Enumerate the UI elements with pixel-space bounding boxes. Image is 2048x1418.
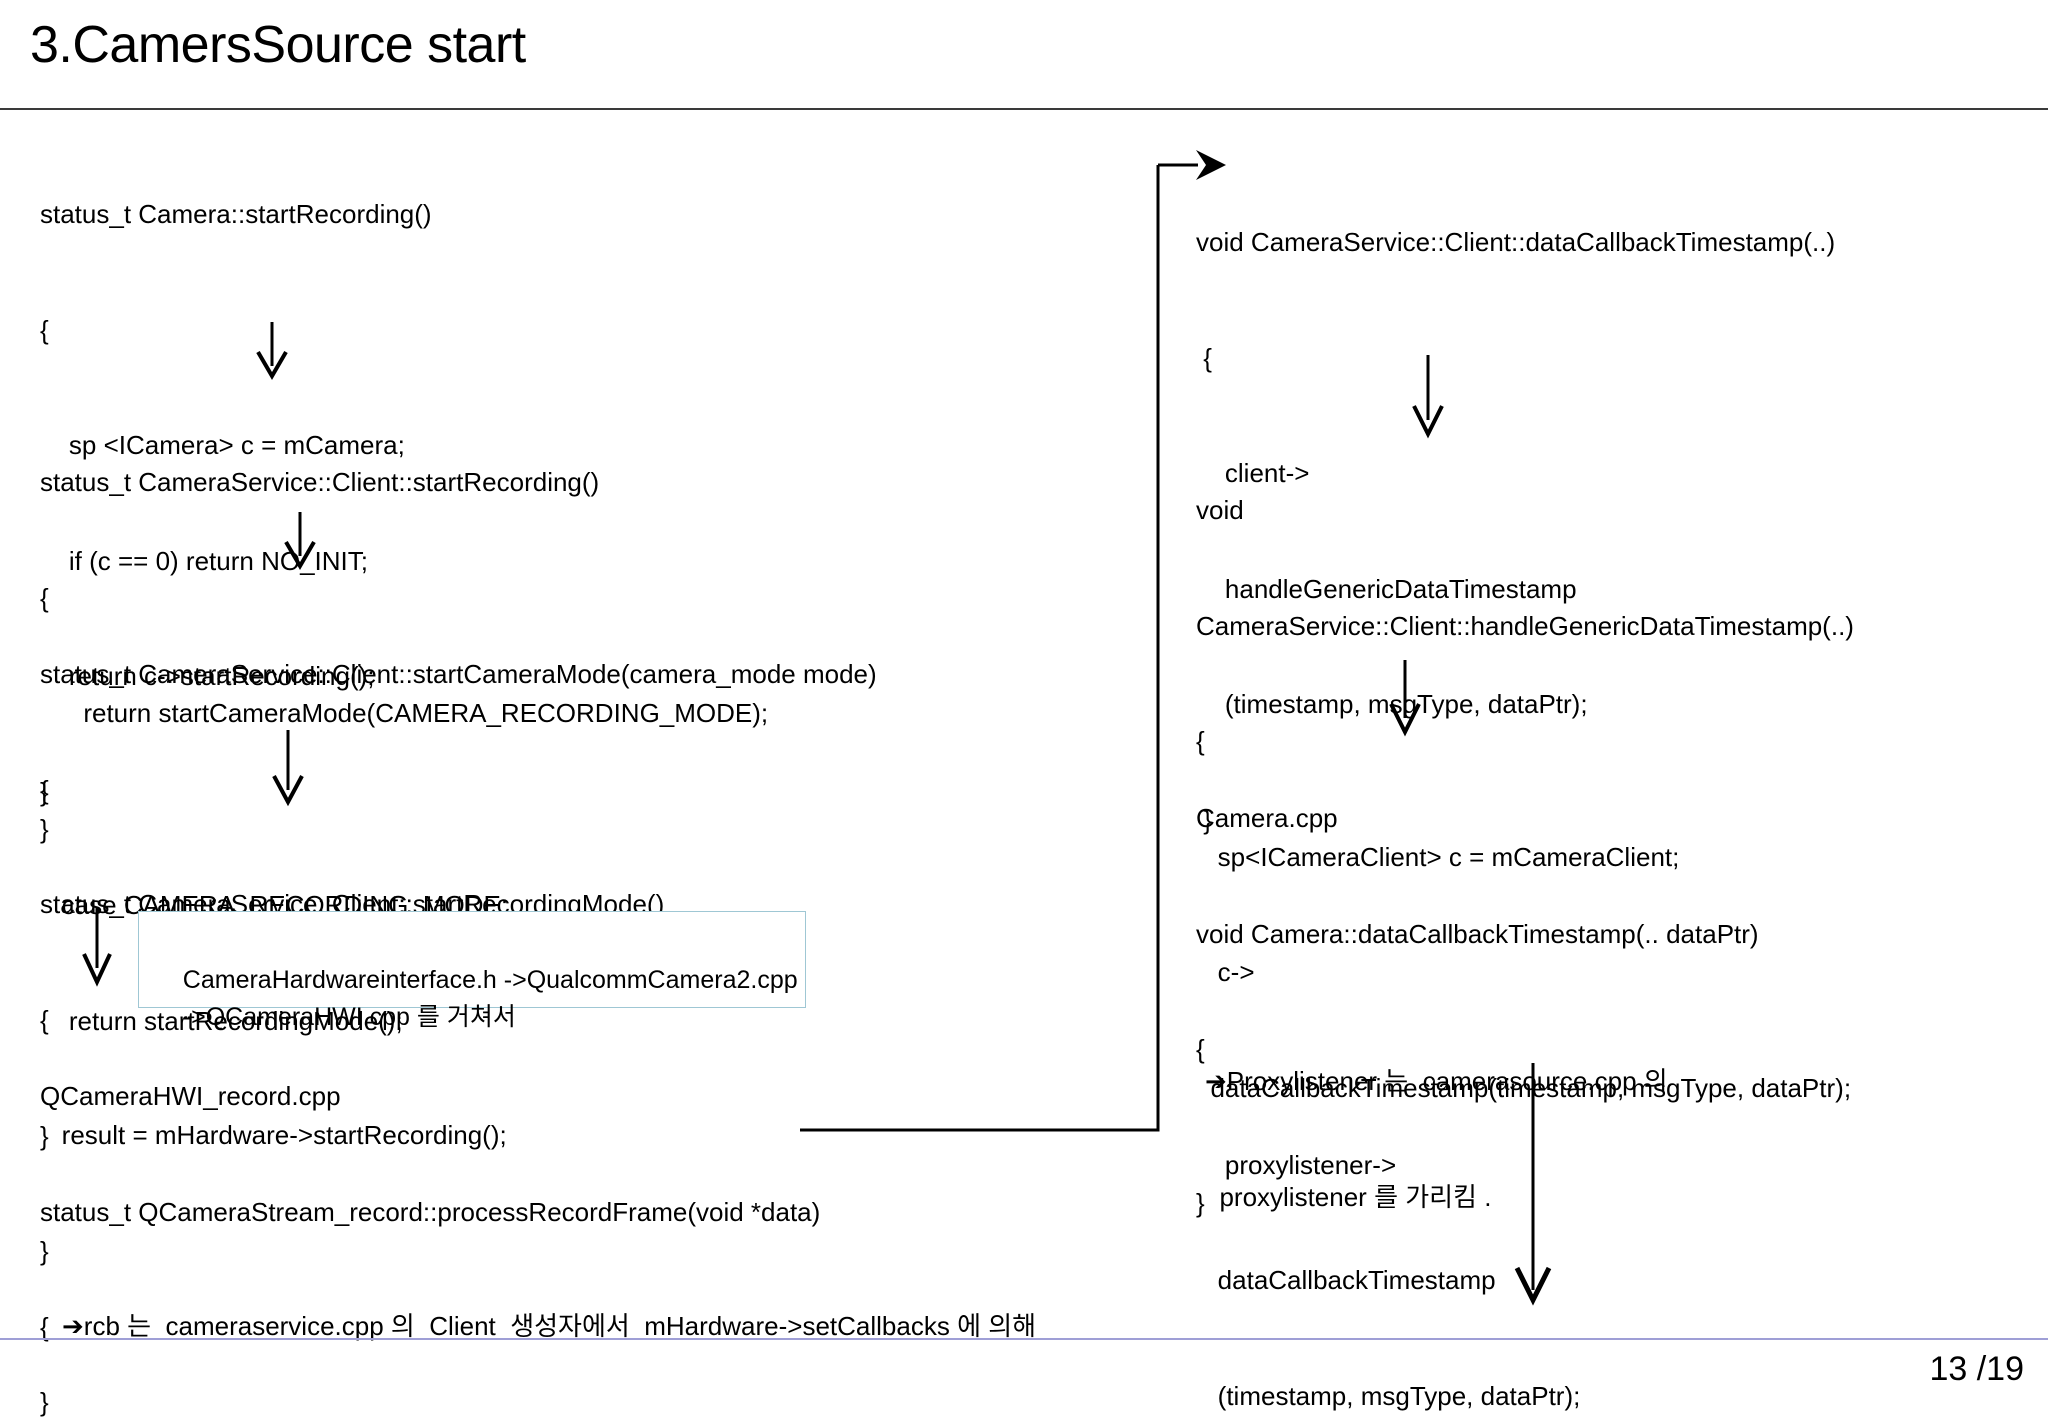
code-line: sp<ICameraClient> c = mCameraClient; xyxy=(1196,841,1680,872)
callout-box xyxy=(138,911,806,1008)
code-line: result = mHardware->startRecording(); xyxy=(40,1120,507,1150)
note-proxylistener: ➔Proxylistener 는 camerasource.cpp 의 prox… xyxy=(1205,985,1668,1293)
code-line: void xyxy=(1196,495,1244,525)
code-block-handlegenericdatatimestamp: void CameraService::Client::handleGeneri… xyxy=(1196,414,1854,1300)
note-rcb-registration: ➔rcb 는 cameraservice.cpp 의 Client 생성자에서 … xyxy=(62,1230,1036,1418)
code-line: status_t Camera::startRecording() xyxy=(40,199,432,229)
note-line: ➔rcb 는 cameraservice.cpp 의 Client 생성자에서 … xyxy=(62,1311,1037,1341)
code-line: } xyxy=(40,1235,49,1266)
code-line: client-> xyxy=(1196,458,1310,488)
callout-line: CameraHardwareinterface.h ->QualcommCame… xyxy=(182,966,798,994)
code-line: } xyxy=(40,776,49,807)
code-line: dataCallbackTimestamp(timestamp, msgType… xyxy=(1196,1072,1852,1103)
code-line: void CameraService::Client::dataCallback… xyxy=(1196,227,1836,257)
code-line: } xyxy=(1196,1188,1205,1218)
code-line: return startCameraMode(CAMERA_RECORDING_… xyxy=(40,698,769,728)
code-line: status_t CameraService::Client::startRec… xyxy=(40,467,600,497)
code-line: QCameraHWI_record.cpp xyxy=(40,1081,341,1111)
code-line: { xyxy=(40,774,49,805)
code-line: dataCallbackTimestamp xyxy=(1196,1265,1496,1295)
code-line: CameraService::Client::handleGenericData… xyxy=(1196,610,1854,641)
code-line: (timestamp, msgType, dataPtr); xyxy=(1196,1380,1581,1411)
code-line: Camera.cpp xyxy=(1196,803,1338,833)
code-line: return c->startRecording(); xyxy=(40,661,375,691)
code-line: { xyxy=(40,582,49,613)
code-block-camera-startrecording: status_t Camera::startRecording() { sp <… xyxy=(40,118,432,888)
note-line: ➔Proxylistener 는 camerasource.cpp 의 xyxy=(1205,1066,1668,1096)
code-line: } xyxy=(40,1387,49,1417)
code-line: (timestamp, msgType, dataPtr); xyxy=(1196,689,1588,719)
page-number: 13 /19 xyxy=(1929,1350,2024,1388)
code-block-qcamerahwi-record: QCameraHWI_record.cpp status_t QCameraSt… xyxy=(40,1000,1010,1418)
code-block-cameraservice-client-startrecording: status_t CameraService::Client::startRec… xyxy=(40,386,768,925)
title-divider xyxy=(0,108,2048,110)
code-line: { xyxy=(1196,1034,1205,1064)
code-line: if (c == 0) return NO_INIT; xyxy=(40,545,368,576)
code-line: } xyxy=(1196,804,1212,835)
callout-text: CameraHardwareinterface.h ->QualcommCame… xyxy=(155,925,798,1073)
code-line: c-> xyxy=(1196,957,1255,987)
code-line: void Camera::dataCallbackTimestamp(.. da… xyxy=(1196,918,1759,949)
code-line: return startRecordingMode(); xyxy=(40,1005,403,1036)
code-line: status_t QCameraStream_record::processRe… xyxy=(40,1196,821,1227)
code-line: proxylistener-> xyxy=(1196,1149,1397,1180)
code-block-datacallbacktimestamp-client: void CameraService::Client::dataCallback… xyxy=(1196,146,1835,916)
code-line: } xyxy=(40,1121,49,1151)
code-block-closing-brace: } xyxy=(40,1306,69,1418)
code-line: { xyxy=(40,1004,49,1035)
page-title: 3.CamersSource start xyxy=(30,16,526,74)
code-line: { xyxy=(40,1312,49,1342)
callout-line: ->QCameraHWI.cpp 를 거쳐서 xyxy=(182,1003,516,1031)
footer-divider xyxy=(0,1338,2048,1340)
note-line: proxylistener 를 가리킴 . xyxy=(1205,1181,1492,1212)
code-block-camera-cpp-datacallbacktimestamp: Camera.cpp void Camera::dataCallbackTime… xyxy=(1196,722,1759,1418)
code-line: sp <ICamera> c = mCamera; xyxy=(40,430,405,460)
code-line: { xyxy=(40,314,49,345)
code-line: { xyxy=(1196,726,1205,756)
code-line: { xyxy=(1196,342,1212,373)
code-line: status_t CameraService::Client::startCam… xyxy=(40,659,877,689)
code-line: } xyxy=(40,813,49,844)
code-line: handleGenericDataTimestamp xyxy=(1196,573,1577,604)
